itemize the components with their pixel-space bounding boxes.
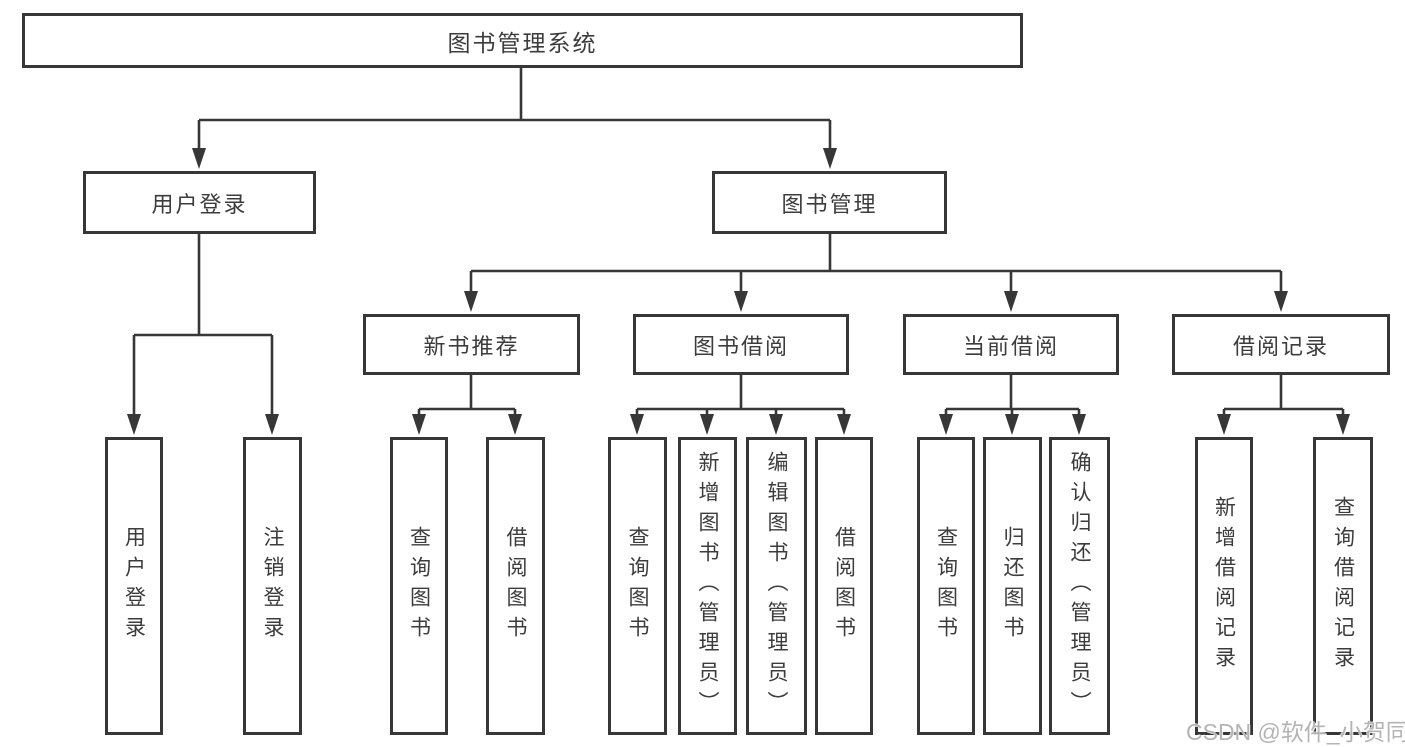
leaf-borrowing-query-books: 查询图书 bbox=[608, 437, 667, 735]
leaf-edit-book-admin: 编辑图书（管理员） bbox=[746, 437, 807, 735]
leaf-label: 归还图书 bbox=[1001, 526, 1024, 646]
leaf-logout: 注销登录 bbox=[243, 437, 302, 735]
leaf-label: 查询借阅记录 bbox=[1331, 496, 1355, 676]
leaf-label: 查询图书 bbox=[407, 526, 431, 646]
leaf-label: 新增图书（管理员） bbox=[696, 451, 719, 721]
leaf-label: 确认归还（管理员） bbox=[1068, 451, 1091, 721]
connector-records-children bbox=[1222, 375, 1345, 418]
node-label: 图书管理系统 bbox=[447, 29, 598, 56]
node-current-borrowing: 当前借阅 bbox=[903, 314, 1119, 375]
leaf-add-book-admin: 新增图书（管理员） bbox=[678, 437, 737, 735]
node-library-management-system: 图书管理系统 bbox=[22, 13, 1023, 68]
leaf-current-query-books: 查询图书 bbox=[917, 437, 975, 735]
node-label: 当前借阅 bbox=[962, 333, 1059, 359]
leaf-recommend-borrow-books: 借阅图书 bbox=[486, 437, 545, 735]
leaf-label: 编辑图书（管理员） bbox=[765, 451, 788, 721]
leaf-label: 用户登录 bbox=[122, 526, 146, 646]
leaf-label: 注销登录 bbox=[261, 526, 284, 646]
csdn-watermark: CSDN @软件_小贺同学 bbox=[1186, 719, 1405, 745]
connector-root-to-level2 bbox=[197, 68, 832, 152]
node-label: 图书管理 bbox=[781, 191, 878, 217]
node-new-book-recommend: 新书推荐 bbox=[363, 314, 580, 375]
node-label: 借阅记录 bbox=[1232, 333, 1329, 359]
leaf-user-login: 用户登录 bbox=[105, 437, 163, 735]
connector-borrowing-children bbox=[635, 375, 846, 418]
node-user-login: 用户登录 bbox=[83, 171, 316, 234]
node-book-borrowing: 图书借阅 bbox=[633, 314, 849, 375]
connector-arrowheads bbox=[127, 148, 1350, 435]
leaf-query-borrow-record: 查询借阅记录 bbox=[1313, 437, 1373, 735]
leaf-label: 借阅图书 bbox=[832, 526, 856, 646]
node-label: 图书借阅 bbox=[692, 333, 789, 359]
node-borrowing-records: 借阅记录 bbox=[1172, 314, 1390, 375]
connector-mgmt-to-sections bbox=[469, 234, 1283, 295]
leaf-return-books: 归还图书 bbox=[983, 437, 1042, 735]
leaf-confirm-return-admin: 确认归还（管理员） bbox=[1049, 437, 1110, 735]
node-label: 新书推荐 bbox=[423, 333, 520, 359]
connector-recommend-children bbox=[417, 375, 517, 418]
leaf-borrowing-borrow-books: 借阅图书 bbox=[815, 437, 873, 735]
leaf-add-borrow-record: 新增借阅记录 bbox=[1195, 437, 1253, 735]
leaf-label: 新增借阅记录 bbox=[1212, 496, 1236, 676]
leaf-label: 查询图书 bbox=[626, 526, 649, 646]
leaf-label: 借阅图书 bbox=[504, 526, 527, 646]
leaf-label: 查询图书 bbox=[934, 526, 958, 646]
connector-current-children bbox=[944, 375, 1081, 418]
node-label: 用户登录 bbox=[151, 191, 248, 217]
node-book-management: 图书管理 bbox=[712, 171, 947, 234]
connector-login-children bbox=[132, 234, 274, 418]
leaf-recommend-query-books: 查询图书 bbox=[390, 437, 448, 735]
